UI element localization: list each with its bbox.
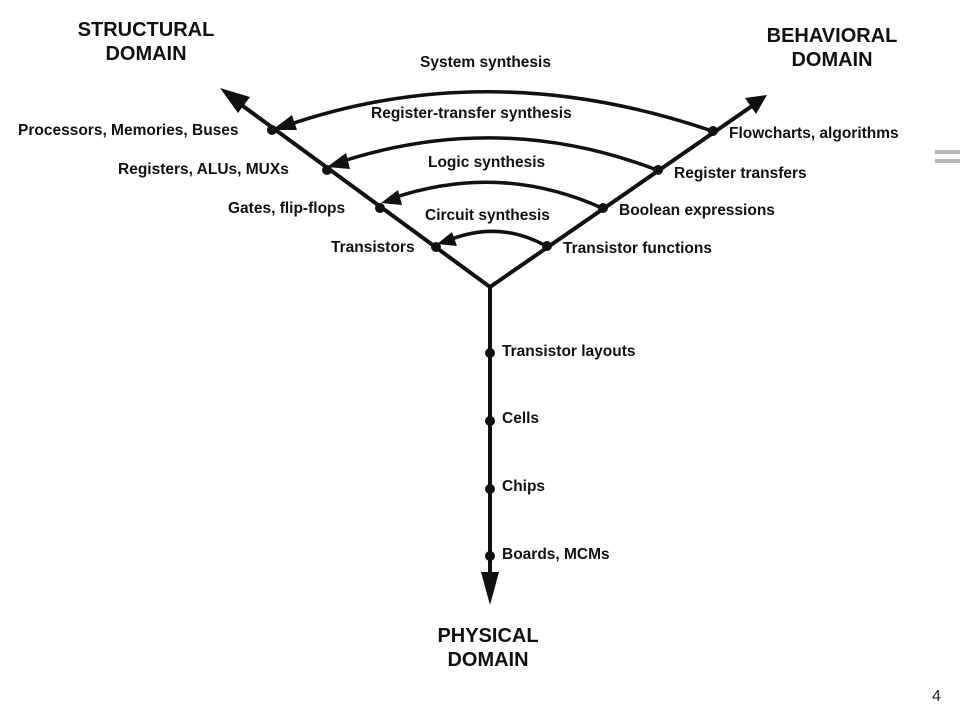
physical-level-label: Boards, MCMs [502,546,610,563]
circuit-synthesis-arc [448,229,547,248]
logic-synthesis-arc [392,180,603,210]
physical-level-label: Transistor layouts [502,343,636,360]
behavioral-level-label: Flowcharts, algorithms [729,125,899,142]
circuit-synthesis-arrowhead [437,232,457,246]
behavioral-domain-title: BEHAVIORAL DOMAIN [766,25,898,71]
physical-level-dot [485,484,495,494]
structural-axis-arrowhead [220,88,250,113]
structural-level-dot [267,125,277,135]
behavioral-level-dot [708,126,718,136]
structural-level-dot [375,203,385,213]
circuit-synthesis-label: Circuit synthesis [425,207,550,224]
structural-level-label: Registers, ALUs, MUXs [118,161,289,178]
structural-domain-title: STRUCTURAL DOMAIN [77,19,215,65]
structural-level-dot [431,242,441,252]
behavioral-level-dot [598,203,608,213]
logic-synthesis-arrowhead [381,190,402,205]
decorative-bar [935,150,960,154]
register-transfer-synthesis-label: Register-transfer synthesis [371,105,572,122]
physical-level-label: Chips [502,478,546,495]
behavioral-axis-arrowhead [745,95,767,114]
physical-domain-title: PHYSICAL DOMAIN [437,625,539,671]
structural-level-label: Processors, Memories, Buses [18,122,239,139]
behavioral-axis [488,104,754,289]
system-synthesis-label: System synthesis [420,54,551,71]
behavioral-level-label: Transistor functions [563,240,712,257]
physical-level-dot [485,348,495,358]
physical-level-dot [485,416,495,426]
logic-synthesis-label: Logic synthesis [428,154,546,171]
behavioral-level-dot [653,165,663,175]
physical-axis-arrowhead [481,572,499,605]
decorative-bar [935,159,960,163]
slide-number: 4 [932,688,941,705]
system-synthesis-arc [284,90,713,133]
structural-level-label: Gates, flip-flops [228,200,346,217]
structural-level-dot [322,165,332,175]
system-synthesis-arrowhead [272,115,297,130]
behavioral-level-label: Register transfers [674,165,807,182]
behavioral-level-dot [542,241,552,251]
physical-level-dot [485,551,495,561]
register-transfer-synthesis-arrowhead [327,153,350,169]
physical-level-label: Cells [502,410,540,427]
behavioral-level-label: Boolean expressions [619,202,775,219]
register-transfer-synthesis-arc [339,136,658,172]
structural-level-label: Transistors [331,239,415,256]
